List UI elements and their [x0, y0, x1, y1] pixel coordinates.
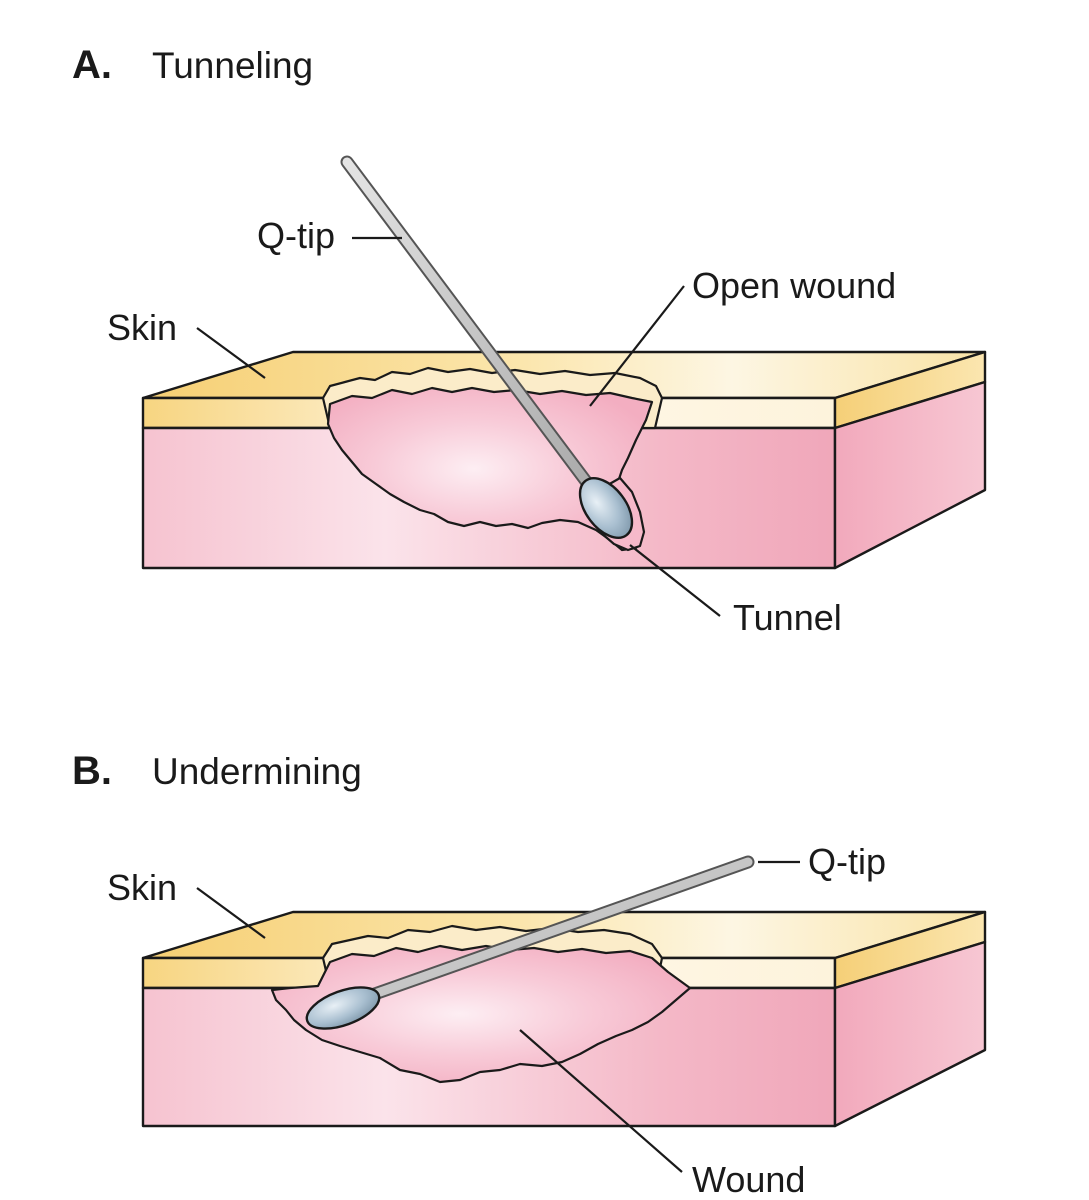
- qtip-cotton-tip: [305, 986, 381, 1030]
- leader-skin-b: [196, 887, 266, 939]
- panel-a-letter: A.: [72, 43, 112, 87]
- dermis-side-face: [833, 380, 987, 570]
- leader-tunnel: [629, 544, 721, 617]
- panel-a-callouts: Q-tip Skin Open wound Tunnel: [107, 215, 896, 638]
- panel-a: A. Tunneling Q-tip: [72, 43, 987, 638]
- panel-a-title: Tunneling: [152, 45, 313, 86]
- label-wound: Wound: [692, 1159, 805, 1200]
- panel-b-title: Undermining: [152, 751, 362, 792]
- leader-skin-a: [196, 327, 266, 379]
- panel-b-letter: B.: [72, 749, 112, 793]
- panel-b-callouts: Q-tip Skin Wound: [107, 841, 886, 1200]
- panel-b: B. Undermining Q-tip Skin Wound: [72, 749, 987, 1200]
- qtip-cotton-tip: [578, 477, 634, 539]
- label-tunnel: Tunnel: [733, 597, 842, 638]
- leader-open-wound: [589, 285, 685, 407]
- panel-b-qtip: [305, 855, 755, 1030]
- label-qtip-a: Q-tip: [257, 215, 335, 256]
- dermis-side-face: [833, 940, 987, 1128]
- leader-wound: [519, 1029, 683, 1173]
- qtip-stick-fill: [347, 857, 753, 1007]
- qtip-stick-fill: [342, 157, 605, 505]
- panel-a-qtip: [340, 155, 634, 539]
- label-open-wound: Open wound: [692, 265, 896, 306]
- label-skin-b: Skin: [107, 867, 177, 908]
- label-qtip-b: Q-tip: [808, 841, 886, 882]
- label-skin-a: Skin: [107, 307, 177, 348]
